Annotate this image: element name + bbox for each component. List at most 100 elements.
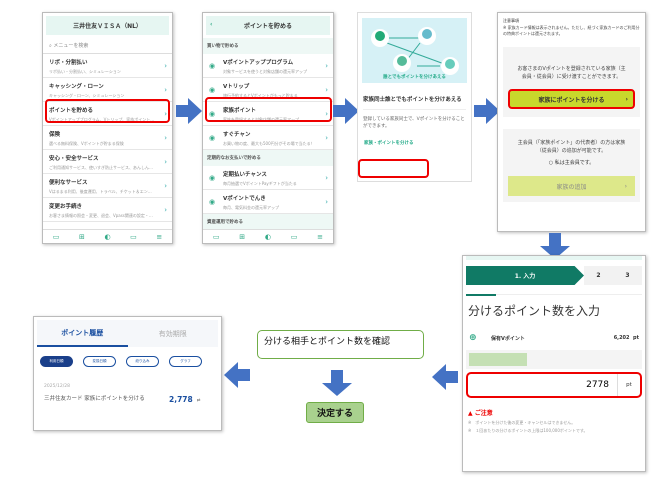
chevron-right-icon: ›	[164, 62, 167, 70]
bottom-tab-bar[interactable]: ▭ ⊞ ◐ ▭ ≡	[203, 229, 333, 243]
menu-item-label: Vトリップ	[223, 84, 250, 90]
tab-expiry[interactable]: 有効期限	[158, 329, 187, 338]
menu-item-sub: 選べる無料保険、Vポイントが貯まる保険	[49, 141, 124, 146]
chevron-right-icon: ›	[325, 198, 328, 206]
coupon-icon[interactable]: ▭	[290, 232, 298, 241]
points-input[interactable]: 2778	[468, 374, 618, 396]
illustration: 誰とでもポイントを分けあえる	[362, 18, 467, 83]
menu-item-label: 安心・安全サービス	[49, 156, 99, 162]
menu-item[interactable]: ◉ Vトリップ旅行予約するとVポイントがもっと貯まる ›	[203, 78, 333, 102]
screen-earn-points: ‹ ポイントを貯める 買い物で貯める ◉Vポイントアッププログラム対象サービスを使…	[202, 12, 334, 244]
chevron-right-icon: ›	[164, 134, 167, 142]
filter-date[interactable]: 利用日順	[40, 356, 73, 367]
chevron-right-icon: ›	[625, 95, 628, 103]
main-member-radio[interactable]: ○ 私は主会員です。	[548, 160, 595, 166]
balance-row: ⊕ 保有Vポイント 6,202 pt	[469, 333, 639, 343]
gift-icon[interactable]: ⊞	[239, 232, 246, 241]
menu-item-sub: 旅行予約するとVポイントがもっと貯まる	[223, 93, 298, 98]
chevron-right-icon: ›	[164, 86, 167, 94]
arrow-right	[333, 98, 359, 124]
main-member-note: 主会員（「家族ポイント」の代表者）の方は家族（従会員）の追加が可能です。	[517, 140, 626, 154]
item-icon: ◉	[209, 134, 216, 142]
menu-item-label: ポイントを貯める	[49, 108, 94, 114]
step-2: 2	[584, 266, 613, 285]
menu-item-sub: Vポイントアッププログラム、Vトリップ、家族ポイント…	[49, 117, 155, 122]
filter-narrow[interactable]: 絞り込み	[126, 356, 159, 367]
menu-item[interactable]: ◉ 家族ポイント家族を登録すると対象店舗の還元率アップ ›	[203, 102, 333, 126]
menu-item-label: 定期払いチャンス	[223, 172, 267, 178]
screen-point-history: ポイント履歴 有効期限 利用日順 変換日順 絞り込み グラフ 2025/12/2…	[33, 316, 222, 431]
share-points-button[interactable]: 家族にポイントを分ける›	[508, 89, 635, 109]
highlight-box	[45, 99, 170, 123]
filter-convert[interactable]: 変換日順	[83, 356, 116, 367]
menu-item-label: リボ・分割払い	[49, 60, 88, 66]
menu-icon[interactable]: ≡	[156, 232, 163, 241]
menu-item[interactable]: キャッシング・ローンキャッシング・ローン、シミュレーション›	[43, 78, 172, 102]
menu-item[interactable]: 便利なサービス Vはるまる利用、後度運用、トラベル、チケット＆エン… ›	[43, 174, 172, 198]
points-icon[interactable]: ◐	[104, 232, 111, 241]
tab-point-history[interactable]: ポイント履歴	[37, 320, 128, 347]
menu-item[interactable]: ◉定期払いチャンス毎月抽選でVポイントPayギフトが当たる›	[203, 166, 333, 190]
menu-item-label: 家族ポイント	[223, 108, 257, 114]
radio-icon: ○	[548, 160, 555, 166]
chevron-right-icon: ›	[325, 110, 328, 118]
caution-2: ※ １回あたりの分けるポイントの上限は100,000ポイントです。	[468, 428, 588, 433]
item-icon: ◉	[209, 62, 216, 70]
item-icon: ◉	[209, 86, 216, 94]
notice-title: 注意事項	[503, 18, 519, 23]
history-entry[interactable]: 三井住友カード 家族にポイントを分ける 2,778 pt	[44, 395, 201, 404]
menu-item[interactable]: 保険選べる無料保険、Vポイントが貯まる保険›	[43, 126, 172, 150]
chevron-right-icon: ›	[624, 182, 627, 190]
coupon-icon[interactable]: ▭	[130, 232, 137, 241]
filter-graph[interactable]: グラフ	[169, 356, 202, 367]
bottom-tab-bar[interactable]: ▭ ⊞ ◐ ▭ ≡	[43, 229, 172, 243]
decide-button[interactable]: 決定する	[306, 402, 364, 423]
step-1: 1. 入力	[466, 266, 584, 285]
chevron-right-icon: ›	[164, 182, 167, 190]
card-icon[interactable]: ▭	[212, 232, 220, 241]
menu-item-sub: お買い物の度、最大も500円分がその場で当たる！	[223, 141, 315, 146]
menu-item-sub: 毎月抽選でVポイントPayギフトが当たる	[223, 181, 297, 186]
search-icon: ⌕	[49, 43, 54, 49]
back-icon[interactable]: ‹	[210, 21, 213, 28]
menu-item[interactable]: 安心・安全サービスご利用通知サービス、使いすぎ防止サービス、あんしん…›	[43, 150, 172, 174]
menu-item-sub: 家族を登録すると対象店舗の還元率アップ	[223, 117, 299, 122]
add-family-button[interactable]: 家族の追加›	[508, 176, 635, 196]
arrow-right	[176, 98, 202, 124]
menu-item-sub: Vはるまる利用、後度運用、トラベル、チケット＆エン…	[49, 189, 152, 194]
history-date: 2025/12/28	[44, 384, 70, 389]
confirm-step-box: 分ける相手とポイント数を確認	[257, 330, 424, 359]
section-heading: 家族同士誰とでもポイントを分けあえる	[363, 97, 462, 103]
menu-item-label: 便利なサービス	[49, 180, 88, 186]
item-icon: ◉	[209, 110, 216, 118]
share-points-link[interactable]: 家族・ポイントを分ける	[364, 141, 414, 147]
menu-item-sub: 毎月、電気料金の還元率アップ	[223, 205, 279, 210]
chevron-right-icon: ›	[325, 86, 328, 94]
menu-item-sub: キャッシング・ローン、シミュレーション	[49, 93, 125, 98]
menu-item-label: Vポイントでんき	[223, 196, 266, 202]
warning-icon: ▲	[468, 410, 475, 417]
menu-item[interactable]: 変更お手続きお客さま情報の照会・変更、退会、Vpass関連の設定・…›	[43, 198, 172, 222]
menu-icon[interactable]: ≡	[317, 232, 324, 241]
gift-icon[interactable]: ⊞	[78, 232, 85, 241]
caution-1: ※ ポイントを分けた後の変更・キャンセルはできません。	[468, 420, 576, 425]
points-icon[interactable]: ◐	[264, 232, 272, 241]
menu-item-label: すぐチャン	[223, 132, 251, 138]
card-icon[interactable]: ▭	[52, 232, 60, 241]
section-header: 買い物で貯める	[203, 38, 333, 54]
menu-item[interactable]: ◉すぐチャンお買い物の度、最大も500円分がその場で当たる！›	[203, 126, 333, 150]
menu-item[interactable]: ◉Vポイントでんき毎月、電気料金の還元率アップ›	[203, 190, 333, 214]
screen-enter-points: 1. 入力 2 3 分けるポイント数を入力 ⊕ 保有Vポイント 6,202 pt…	[462, 255, 646, 472]
description: 登録している家族同士で、Vポイントを分けることができます。	[363, 116, 465, 130]
section-header: 定期的なお支払いで貯める	[203, 150, 333, 166]
screen-family-points: 誰とでもポイントを分けあえる 家族同士誰とでもポイントを分けあえる 登録している…	[357, 12, 472, 182]
section-header: 資産運用で貯める	[203, 214, 333, 230]
menu-item[interactable]: リボ・分割払いリボ払い・分割払い、シミュレーション›	[43, 54, 172, 78]
page-title: ポイントを貯める	[243, 23, 292, 30]
chevron-right-icon: ›	[164, 206, 167, 214]
menu-search[interactable]: ⌕ メニューを検索	[43, 38, 172, 54]
chevron-right-icon: ›	[325, 62, 328, 70]
menu-item-sub: ご利用通知サービス、使いすぎ防止サービス、あんしん…	[49, 165, 153, 170]
menu-item[interactable]: ◉Vポイントアッププログラム対象サービスを使うと対象店舗の還元率アップ›	[203, 54, 333, 78]
